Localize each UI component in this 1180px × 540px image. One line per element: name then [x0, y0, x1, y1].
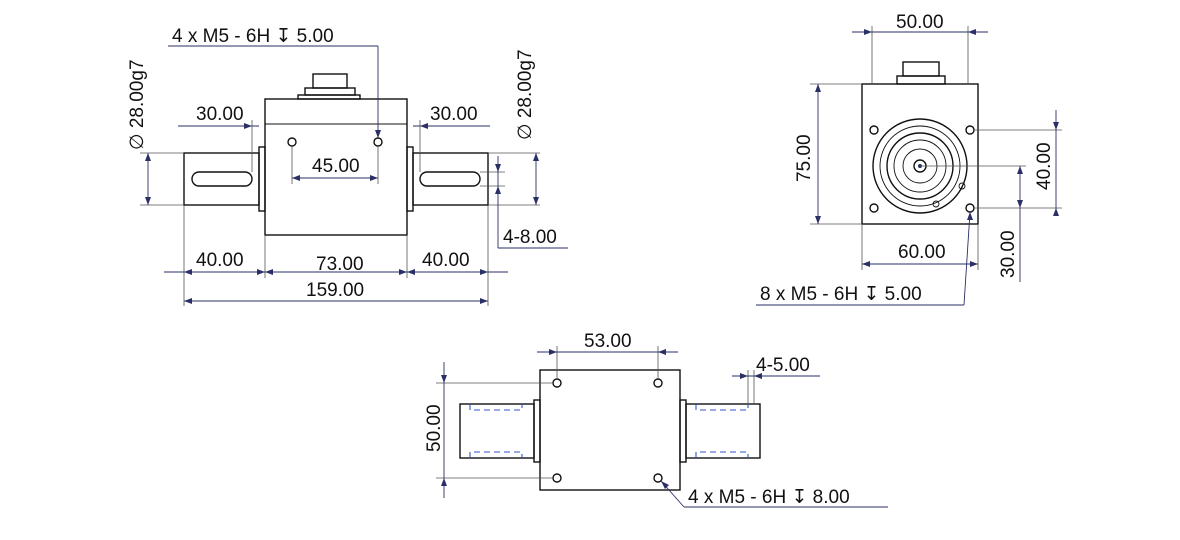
side-hole-br	[965, 203, 975, 213]
side-top-arrow-b	[968, 29, 976, 35]
overall-arrow-b	[480, 298, 488, 304]
side-body-width: 60.00	[898, 242, 946, 263]
side-top-arrow-a	[864, 29, 872, 35]
top-left-shaft	[459, 403, 535, 459]
keyway-width: 4-8.00	[503, 227, 557, 248]
front-view: 4 x M5 - 6H ↧ 5.00 ∅ 28.00g7 ∅ 28.00g7 3…	[127, 26, 568, 306]
side-offset-arrow-b	[1017, 200, 1023, 208]
front-hole-right	[373, 137, 383, 147]
key-length-right: 30.00	[430, 104, 478, 125]
front-hole-callout: 4 x M5 - 6H ↧ 5.00	[172, 26, 334, 47]
top-body-height: 50.00	[424, 404, 445, 452]
hole-spacing-arrow-right	[370, 175, 378, 181]
overall-length: 159.00	[306, 280, 364, 301]
top-hole-br	[653, 473, 663, 483]
shaft-len-right-arrow-a	[407, 269, 415, 275]
side-callout-arrow	[967, 212, 973, 220]
top-spacing-arrow-b	[658, 349, 666, 355]
shaft-length-left: 40.00	[196, 250, 244, 271]
shaft-len-left-arrow-b	[257, 269, 265, 275]
top-callout-arrow	[661, 481, 669, 489]
side-view: 50.00 75.00 40.00 30.00 60.00 8 x M5 -	[756, 12, 1062, 306]
side-width-arrow-a	[862, 261, 870, 267]
top-hole-callout: 4 x M5 - 6H ↧ 8.00	[688, 487, 850, 508]
connector-base	[304, 87, 356, 96]
right-shaft	[412, 152, 489, 206]
side-callout-leader	[963, 211, 971, 306]
dia-right-arrow-top	[533, 153, 539, 161]
side-top-width: 50.00	[896, 12, 944, 33]
side-hole-small-a	[932, 200, 940, 208]
side-height: 75.00	[794, 134, 815, 182]
left-keyway	[191, 171, 253, 187]
hole-spacing-label: 45.00	[312, 156, 360, 177]
front-callout-arrow	[375, 130, 381, 138]
shaft-len-left-arrow-a	[184, 269, 192, 275]
shaft-length-right: 40.00	[422, 250, 470, 271]
top-left-shaft-step	[533, 399, 541, 463]
overall-arrow-a	[184, 298, 192, 304]
shaft-dia-right: ∅ 28.00g7	[515, 49, 536, 140]
side-hole-vertical: 40.00	[1034, 142, 1055, 190]
body-len-arrow-a	[265, 269, 273, 275]
top-keyway-depth: 4-5.00	[756, 355, 810, 376]
top-view: 53.00 4-5.00 50.00 4 x M5 - 6H ↧ 8.00	[424, 331, 888, 508]
body-length: 73.00	[316, 254, 364, 275]
key-length-left: 30.00	[196, 104, 244, 125]
top-body	[539, 369, 681, 491]
side-hole-bl	[869, 203, 879, 213]
top-left-keyway-upper	[469, 404, 523, 411]
side-connector-base	[896, 75, 946, 85]
top-height-arrow-a	[441, 375, 447, 383]
right-shaft-step	[406, 146, 414, 212]
hole-spacing-arrow-left	[292, 175, 300, 181]
side-vert-arrow-a	[1053, 122, 1059, 130]
dia-left-arrow-top	[145, 153, 151, 161]
top-right-keyway-upper	[695, 404, 749, 411]
side-body	[861, 83, 979, 225]
top-left-keyway-lower	[469, 451, 523, 458]
shaft-dia-left: ∅ 28.00g7	[127, 59, 148, 150]
top-hole-tl	[552, 378, 562, 388]
side-height-arrow-b	[815, 216, 821, 224]
side-hole-tl	[869, 125, 879, 135]
top-hole-bl	[552, 473, 562, 483]
keyway-arrow-top	[495, 164, 501, 172]
dia-left-arrow-bottom	[145, 197, 151, 205]
side-hole-small-b	[958, 182, 966, 190]
right-keyway	[419, 171, 481, 187]
keydepth-arrow-a	[740, 373, 748, 379]
left-shaft	[183, 152, 260, 206]
keyway-arrow-bottom	[495, 186, 501, 194]
side-width-arrow-b	[970, 261, 978, 267]
side-hole-offset: 30.00	[998, 230, 1019, 278]
side-vert-arrow-b	[1053, 208, 1059, 216]
keydepth-arrow-b	[754, 373, 762, 379]
side-height-arrow-a	[815, 84, 821, 92]
front-hole-left	[287, 137, 297, 147]
side-hole-callout: 8 x M5 - 6H ↧ 5.00	[760, 284, 922, 305]
connector-cap	[312, 73, 348, 89]
side-connector-cap	[902, 61, 940, 77]
key-left-arrow	[244, 123, 252, 129]
top-hole-spacing: 53.00	[584, 331, 632, 352]
top-spacing-arrow-a	[549, 349, 557, 355]
top-right-keyway-lower	[695, 451, 749, 458]
side-hole-tr	[965, 125, 975, 135]
top-right-shaft	[685, 403, 761, 459]
left-shaft-step	[258, 146, 266, 212]
body-len-arrow-b	[399, 269, 407, 275]
dia-right-arrow-bottom	[533, 197, 539, 205]
key-right-arrow	[420, 123, 428, 129]
top-hole-tr	[653, 378, 663, 388]
side-offset-arrow-a	[1017, 166, 1023, 174]
shaft-len-right-arrow-b	[480, 269, 488, 275]
top-height-arrow-b	[441, 478, 447, 486]
top-right-shaft-step	[679, 399, 687, 463]
